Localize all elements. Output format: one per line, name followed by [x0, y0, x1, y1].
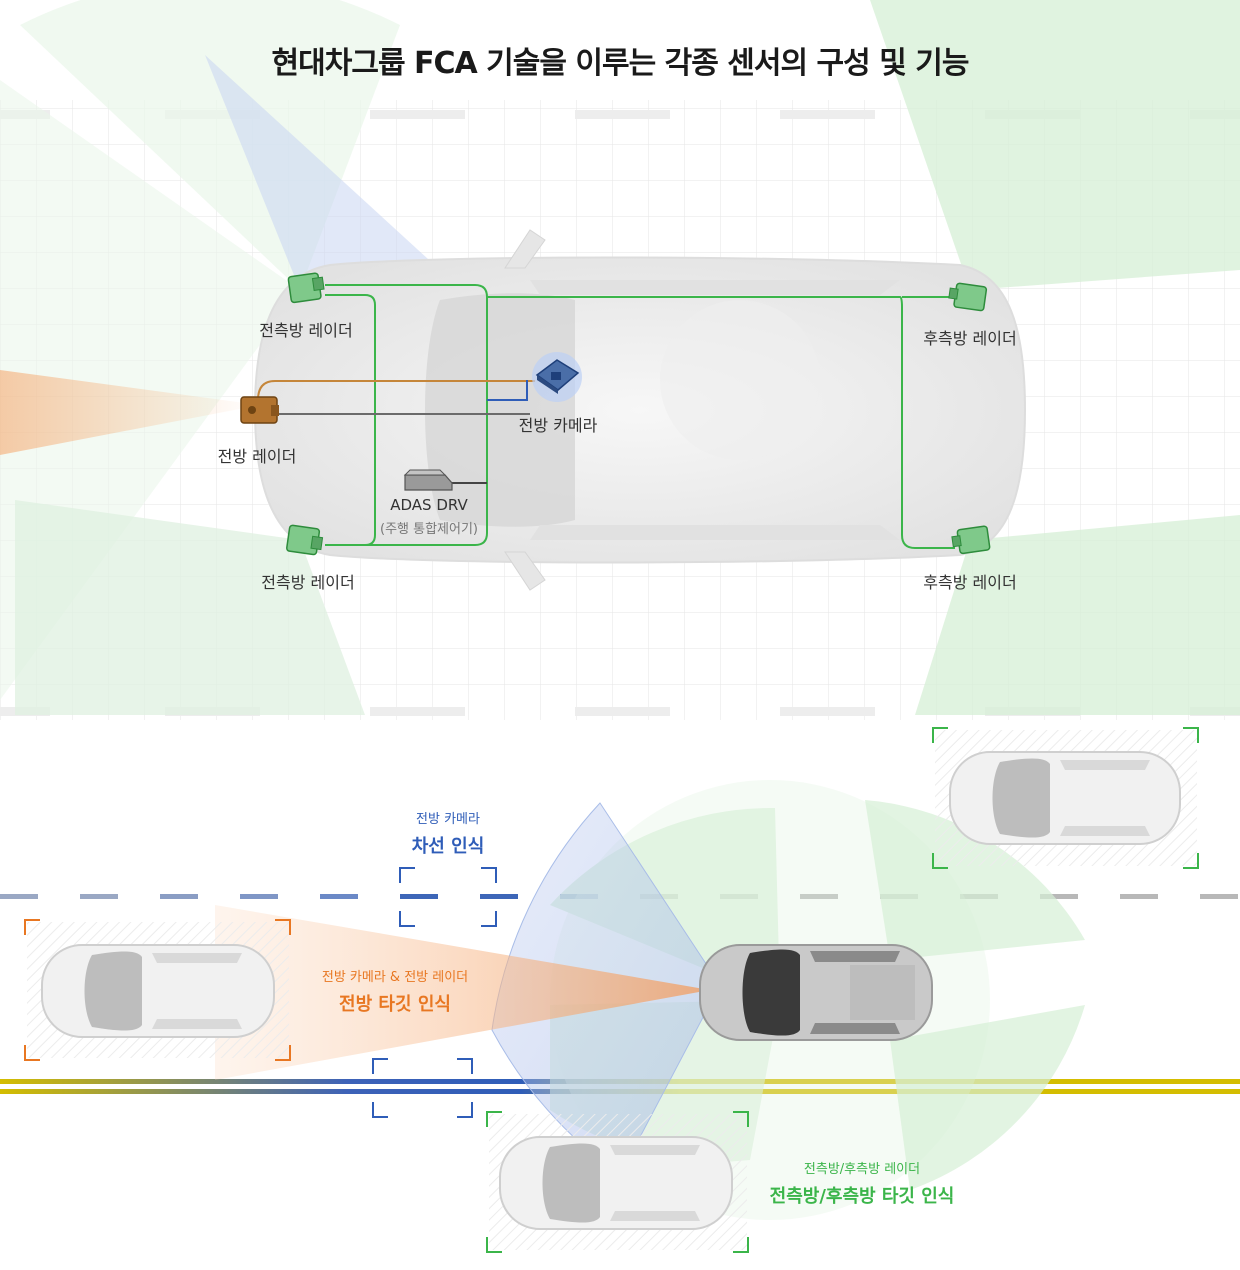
lane-bracket-upper	[399, 867, 497, 927]
front-side-target-bracket	[486, 1111, 749, 1253]
front-camera-label: 전방 카메라	[518, 416, 598, 435]
target-car-bottom	[499, 1136, 733, 1230]
coverage-areas-top	[0, 0, 1240, 715]
rear-side-radar-top-label: 후측방 레이더	[923, 329, 1017, 348]
front-camera-icon	[532, 352, 582, 402]
front-target-heading: 전방 타깃 인식	[339, 994, 451, 1015]
lane-heading: 차선 인식	[411, 836, 485, 857]
target-brackets	[24, 727, 1199, 1253]
target-car-right	[949, 751, 1181, 845]
side-target-heading: 전측방/후측방 타깃 인식	[769, 1186, 955, 1207]
adas-drv-icon	[403, 469, 453, 491]
lane-caption: 전방 카메라	[416, 812, 480, 827]
front-side-radar-bottom-icon	[286, 524, 324, 556]
page-title: 현대차그룹 FCA 기술을 이루는 각종 센서의 구성 및 기능	[271, 46, 970, 81]
front-side-radar-top-icon	[287, 272, 325, 304]
side-target-caption: 전측방/후측방 레이더	[803, 1162, 921, 1177]
bottom-section	[0, 727, 1240, 1253]
ego-car	[699, 944, 933, 1041]
adas-drv-sublabel: (주행 통합제어기)	[380, 522, 478, 537]
rear-side-target-bracket	[932, 727, 1199, 869]
front-side-radar-bottom-label: 전측방 레이더	[261, 573, 355, 592]
top-section	[0, 0, 1240, 720]
rear-side-radar-bottom-icon	[951, 525, 991, 555]
rear-side-radar-bottom-label: 후측방 레이더	[923, 573, 1017, 592]
rear-side-radar-top-icon	[948, 282, 988, 312]
front-radar-icon	[240, 396, 279, 424]
wiring-harness	[257, 284, 955, 549]
front-side-radar-top-label: 전측방 레이더	[259, 321, 353, 340]
adas-drv-label: ADAS DRV	[390, 496, 468, 514]
target-car-left	[41, 944, 275, 1038]
front-target-bracket	[24, 919, 291, 1061]
front-target-caption: 전방 카메라 & 전방 레이더	[321, 970, 469, 985]
lane-bracket-lower	[372, 1058, 473, 1118]
front-radar-label: 전방 레이더	[217, 447, 297, 466]
